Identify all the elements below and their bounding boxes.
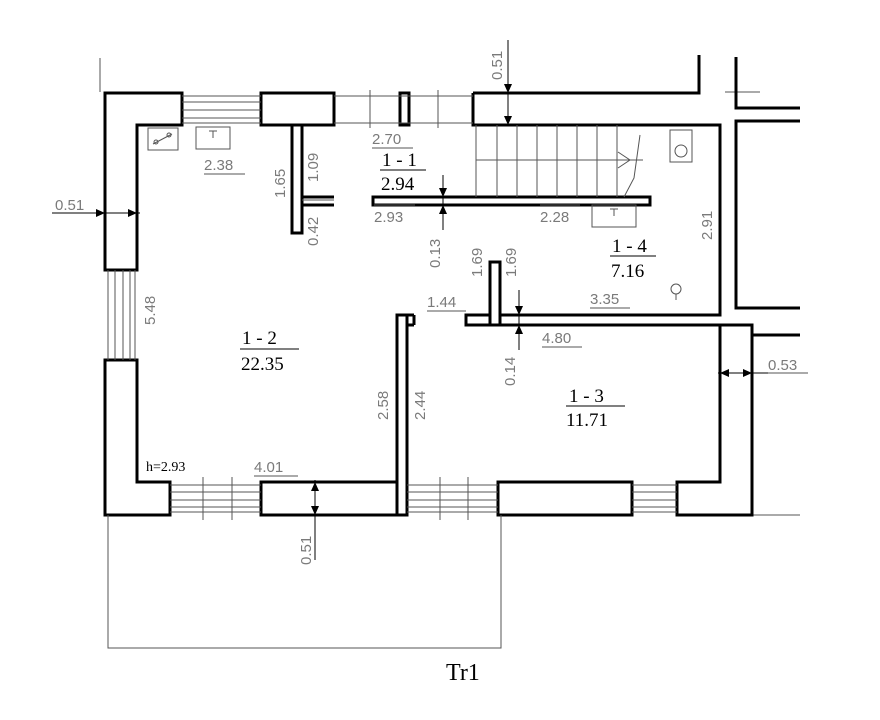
dim-top-wall: 0.51 <box>489 51 506 80</box>
room-1-3-area: 11.71 <box>566 410 608 431</box>
staircase <box>475 125 643 198</box>
dim-2-70: 2.70 <box>372 131 401 148</box>
dim-2-28: 2.28 <box>540 209 569 226</box>
wall-top-right-lines <box>464 57 722 327</box>
boiler-icon <box>147 127 179 151</box>
wall-bottom-middle <box>259 480 409 517</box>
ceiling-height: h=2.93 <box>146 460 185 475</box>
dim-0-42: 0.42 <box>305 217 322 246</box>
fixtures <box>147 126 693 300</box>
room-1-4-area: 7.16 <box>611 261 644 282</box>
dim-1-69-a: 1.69 <box>469 248 486 277</box>
room-labels: 1 - 1 2.94 1 - 2 22.35 1 - 3 11.71 1 - 4… <box>240 150 656 431</box>
wall-left-lower <box>103 358 172 517</box>
dim-right-wall: 0.53 <box>768 357 797 374</box>
dim-0-14: 0.14 <box>502 357 519 386</box>
room-1-1-id: 1 - 1 <box>382 150 417 171</box>
dim-2-44: 2.44 <box>412 391 429 420</box>
neighbor-walls <box>734 57 800 515</box>
dim-2-91: 2.91 <box>699 211 716 240</box>
room-1-3-id: 1 - 3 <box>569 386 604 407</box>
room-1-1-area: 2.94 <box>381 174 415 195</box>
wall-bottom-right <box>496 480 634 517</box>
dim-3-35: 3.35 <box>590 291 619 308</box>
dimension-arrows <box>52 40 808 560</box>
dim-4-80: 4.80 <box>542 330 571 347</box>
terrace-outline <box>107 515 502 649</box>
dimension-labels: 0.51 0.51 0.51 0.53 2.70 2.38 1.09 1.65 … <box>55 51 808 565</box>
dim-1-44: 1.44 <box>427 294 456 311</box>
dim-5-48: 5.48 <box>142 296 159 325</box>
interior-partitions <box>290 91 652 517</box>
windows <box>107 90 677 520</box>
sink-2 <box>591 204 637 228</box>
wall-top-left <box>103 91 184 272</box>
dim-bottom-wall: 0.51 <box>298 536 315 565</box>
wc <box>669 129 693 163</box>
dim-1-09: 1.09 <box>305 153 322 182</box>
dim-1-69-b: 1.69 <box>503 248 520 277</box>
plan-title: Tr1 <box>446 660 480 686</box>
dim-2-58: 2.58 <box>375 391 392 420</box>
room-1-2-id: 1 - 2 <box>242 328 277 349</box>
dim-left-wall: 0.51 <box>55 197 84 214</box>
wall-top-middle <box>259 91 336 127</box>
dim-1-65: 1.65 <box>272 169 289 198</box>
dim-4-01: 4.01 <box>254 459 283 476</box>
dim-2-93: 2.93 <box>374 209 403 226</box>
sink <box>195 126 231 150</box>
dim-0-13: 0.13 <box>427 239 444 268</box>
room-1-4-id: 1 - 4 <box>612 236 647 257</box>
room-1-2-area: 22.35 <box>241 354 284 375</box>
dim-2-38: 2.38 <box>204 157 233 174</box>
